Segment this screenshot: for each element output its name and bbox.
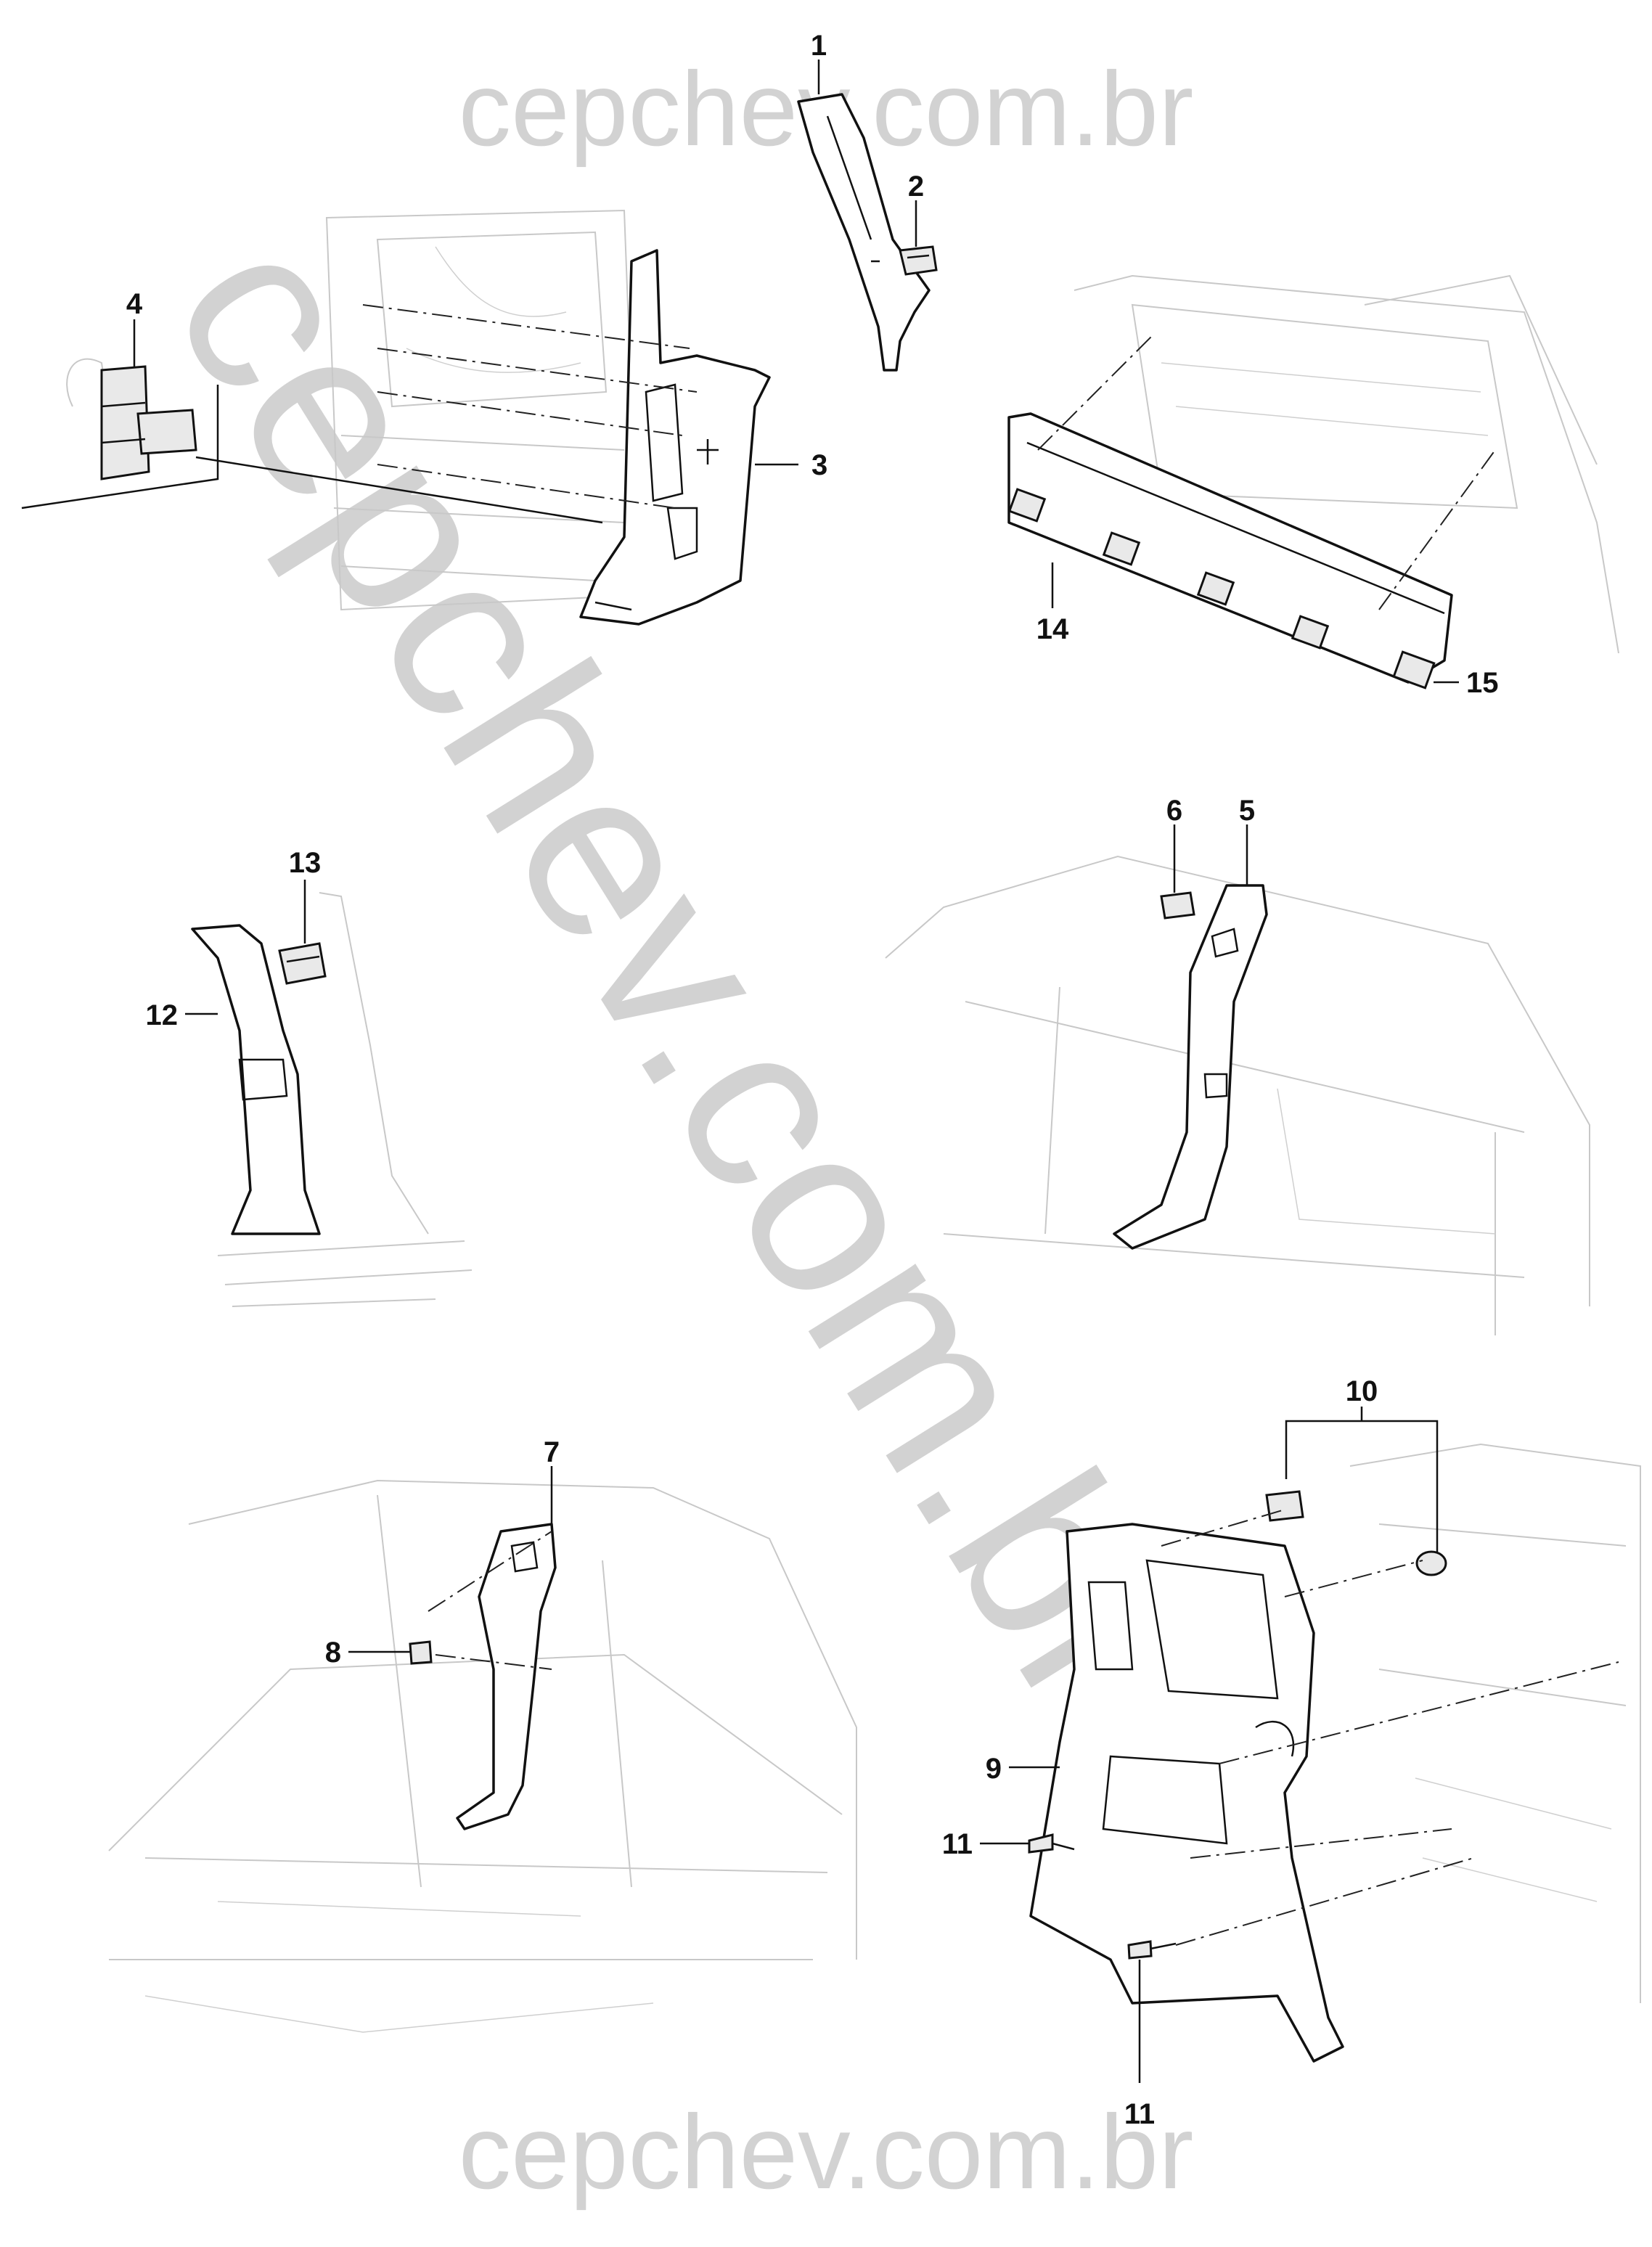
callout-9: 9	[986, 1753, 1002, 1785]
callout-15: 15	[1466, 667, 1499, 699]
part-7-b-pillar-trim	[456, 1523, 557, 1830]
part-2-clip	[899, 245, 938, 276]
callout-2: 2	[908, 171, 924, 202]
part-13-clip	[278, 942, 327, 985]
part-1-a-pillar-trim	[797, 93, 931, 372]
callout-3: 3	[811, 449, 827, 481]
part-14-header-trim	[1007, 412, 1453, 684]
part-10-clips	[1265, 1490, 1447, 1576]
callout-12: 12	[146, 999, 179, 1031]
callout-13: 13	[289, 847, 322, 879]
callout-11b: 11	[1124, 2098, 1155, 2130]
callout-14: 14	[1036, 613, 1069, 645]
header-clips	[1007, 488, 1330, 650]
callout-10: 10	[1346, 1375, 1378, 1407]
vehicle-outline-d	[885, 855, 1590, 1335]
callout-11a: 11	[942, 1828, 973, 1860]
vehicle-outline-b	[1074, 274, 1619, 654]
vehicle-outline-c	[217, 892, 473, 1307]
part-12-b-pillar-trim	[191, 924, 321, 1235]
callout-4: 4	[126, 288, 143, 320]
group-left-pillar	[185, 880, 473, 1307]
part-9-quarter-trim	[1029, 1523, 1344, 2063]
group-rear-quarter	[980, 1407, 1641, 2083]
group-front-pillar	[21, 60, 938, 626]
part-6-clip	[1160, 891, 1195, 920]
callout-5: 5	[1239, 795, 1255, 827]
part-5-c-pillar-trim	[1113, 884, 1268, 1250]
group-right-pillar	[885, 824, 1590, 1335]
callout-8: 8	[325, 1637, 341, 1669]
vehicle-outline-e	[108, 1479, 857, 2033]
vehicle-outline-f	[1349, 1443, 1641, 2003]
group-rear-header	[1007, 274, 1619, 689]
callout-6: 6	[1166, 795, 1182, 827]
part-3-b-pillar-trim	[579, 249, 771, 626]
callout-labels: 1 2 3 4 5 6 7 8 9 10 11 11 12 13 14 15	[126, 30, 1499, 2130]
part-15-clip	[1392, 650, 1436, 689]
watermark-bottom: cepchev.com.br	[459, 2093, 1194, 2211]
group-cab-interior	[108, 1466, 857, 2033]
part-11-screws	[1028, 1833, 1177, 1960]
callout-1: 1	[811, 30, 827, 62]
callout-7: 7	[544, 1436, 560, 1468]
part-4-clip	[66, 358, 197, 480]
part-8-clip	[409, 1640, 433, 1665]
